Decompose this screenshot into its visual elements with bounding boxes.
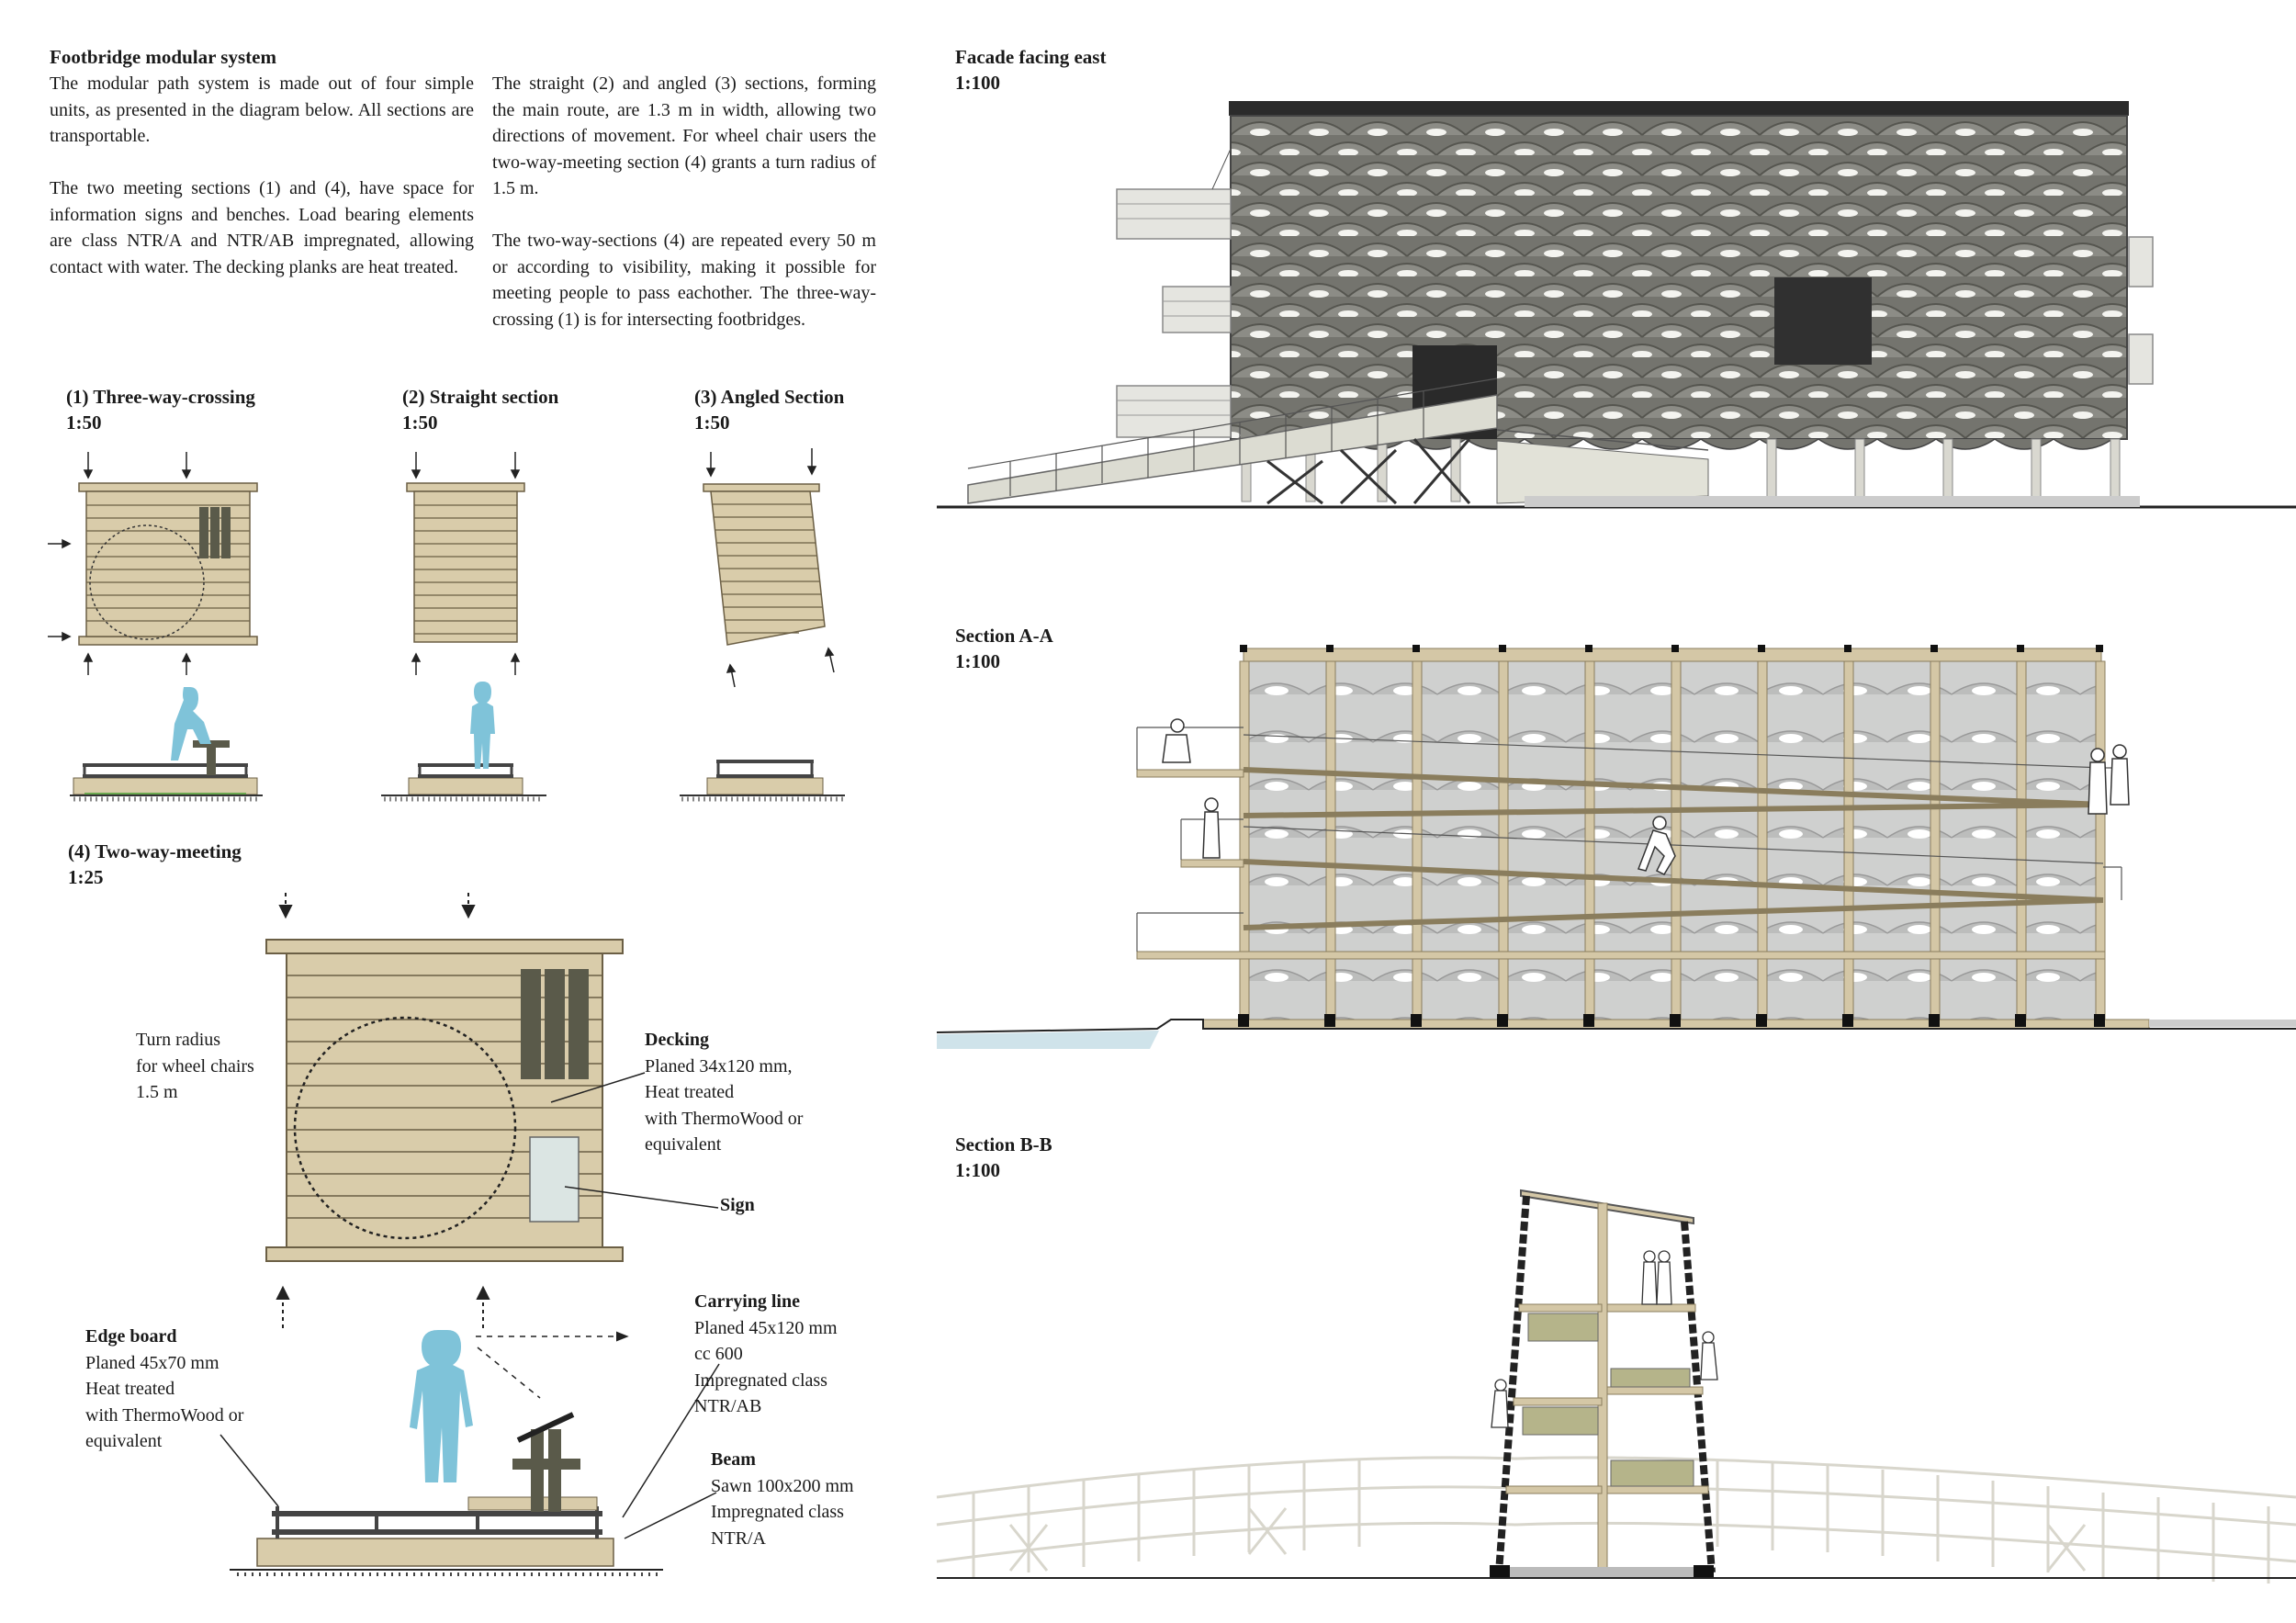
intro-paragraph-2: The two meeting sections (1) and (4), ha… [50, 178, 474, 277]
module-1-arrows [48, 452, 192, 675]
module-1-title: (1) Three-way-crossing [66, 386, 255, 408]
module-4-scale: 1:25 [68, 866, 104, 888]
beam-label: Beam Sawn 100x200 mm Impregnated class N… [711, 1449, 854, 1549]
intro-paragraph-4: The two-way-sections (4) are repeated ev… [492, 231, 876, 330]
module-4-title: (4) Two-way-meeting [68, 840, 242, 862]
sign-plan [529, 1136, 580, 1223]
beam-elevation [256, 1538, 614, 1567]
intro-title: Footbridge modular system [50, 46, 276, 68]
module-2-title: (2) Straight section [402, 386, 559, 408]
module-2-scale: 1:50 [402, 411, 438, 434]
turn-radius-label: Turn radius for wheel chairs 1.5 m [136, 1030, 254, 1103]
module-1-scale: 1:50 [66, 411, 102, 434]
module-4-arrows [276, 893, 629, 1342]
section-aa-scale: 1:100 [955, 650, 1000, 672]
intro-paragraph-1: The modular path system is made out of f… [50, 73, 474, 147]
module-3-title: (3) Angled Section [694, 386, 845, 408]
edge-board-label: Edge board Planed 45x70 mm Heat treated … [85, 1326, 244, 1452]
person-figure-icon [410, 1330, 473, 1482]
intro-paragraph-3: The straight (2) and angled (3) sections… [492, 73, 876, 199]
decking-label: Decking Planed 34x120 mm, Heat treated w… [645, 1030, 804, 1155]
sign-label: Sign [720, 1195, 755, 1215]
facade-title: Facade facing east [955, 46, 1107, 68]
section-bb-scale: 1:100 [955, 1159, 1000, 1181]
carrying-line-label: Carrying line Planed 45x120 mm cc 600 Im… [694, 1291, 838, 1417]
section-bb-title: Section B-B [955, 1133, 1052, 1155]
bench-plan [521, 969, 589, 1079]
section-aa-title: Section A-A [955, 625, 1053, 647]
module-3-scale: 1:50 [694, 411, 730, 434]
facade-scale: 1:100 [955, 72, 1000, 94]
turn-radius-circle [293, 1016, 517, 1240]
